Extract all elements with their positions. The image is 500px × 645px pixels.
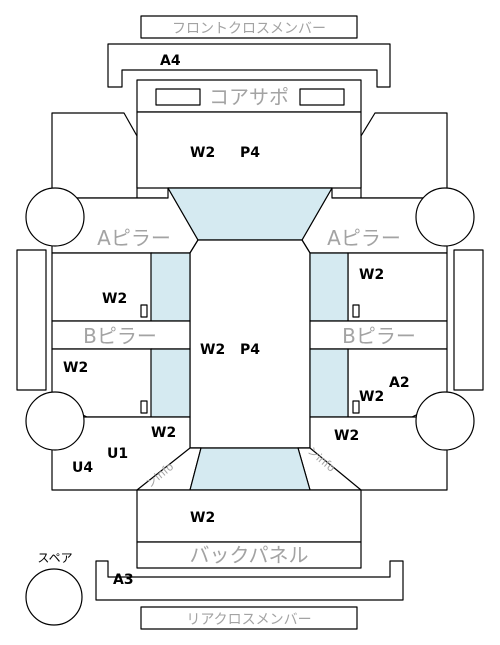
marker-w2-door-fr: W2 — [359, 267, 384, 283]
marker-a4: A4 — [160, 53, 181, 69]
handle-rear-left — [140, 400, 148, 414]
marker-u4: U4 — [72, 460, 93, 476]
marker-p4-roof: P4 — [240, 342, 260, 358]
headlight-right — [299, 88, 345, 106]
window-front-right — [309, 252, 349, 322]
side-sill-right — [453, 249, 484, 391]
front-cross-member-box — [140, 15, 358, 39]
window-front-left — [150, 252, 191, 322]
wheel-rear-right — [415, 391, 475, 451]
trunk-lid — [136, 489, 362, 543]
marker-p4-hood: P4 — [240, 145, 260, 161]
marker-w2-door-fl: W2 — [102, 291, 127, 307]
wheel-front-right — [415, 187, 475, 247]
rear-bumper-outline — [95, 560, 404, 601]
marker-a3: A3 — [113, 572, 134, 588]
marker-w2-quarter-l: W2 — [151, 425, 176, 441]
door-front-left — [51, 252, 153, 322]
front-cross-member-label: フロントクロスメンバー — [172, 21, 326, 37]
core-support-label: コアサポ — [209, 85, 289, 109]
window-rear-left — [150, 348, 191, 418]
door-front-right — [347, 252, 448, 322]
spare-tire — [25, 568, 83, 626]
marker-w2-roof: W2 — [200, 342, 225, 358]
headlight-left — [155, 88, 201, 106]
wheel-front-left — [25, 187, 85, 247]
handle-rear-right — [352, 400, 360, 414]
b-pillar-right-label: Bピラー — [342, 324, 416, 348]
marker-w2-hood: W2 — [190, 145, 215, 161]
rear-window — [189, 447, 311, 491]
b-pillar-left — [51, 320, 191, 350]
back-panel-label: バックパネル — [190, 543, 309, 567]
marker-w2-trunk: W2 — [190, 510, 215, 526]
handle-front-right — [352, 304, 360, 318]
rear-cross-member-label: リアクロスメンバー — [186, 612, 311, 628]
side-sill-left — [16, 249, 47, 391]
rear-cross-member-box — [140, 606, 358, 630]
marker-w2-quarter-r: W2 — [334, 428, 359, 444]
a-pillar-left-label: Aピラー — [97, 226, 171, 250]
handle-front-left — [140, 304, 148, 318]
spare-label: スペア — [37, 551, 72, 565]
a-pillar-right-label: Aピラー — [327, 226, 401, 250]
marker-u1: U1 — [107, 446, 128, 462]
b-pillar-left-label: Bピラー — [83, 324, 157, 348]
wheel-rear-left — [25, 391, 85, 451]
back-panel-box — [136, 541, 362, 569]
window-rear-right — [309, 348, 349, 418]
marker-w2-door-rr: W2 — [359, 389, 384, 405]
marker-w2-door-rl: W2 — [63, 360, 88, 376]
b-pillar-right — [309, 320, 448, 350]
marker-a2: A2 — [389, 375, 410, 391]
front-bumper-outline — [107, 43, 391, 88]
